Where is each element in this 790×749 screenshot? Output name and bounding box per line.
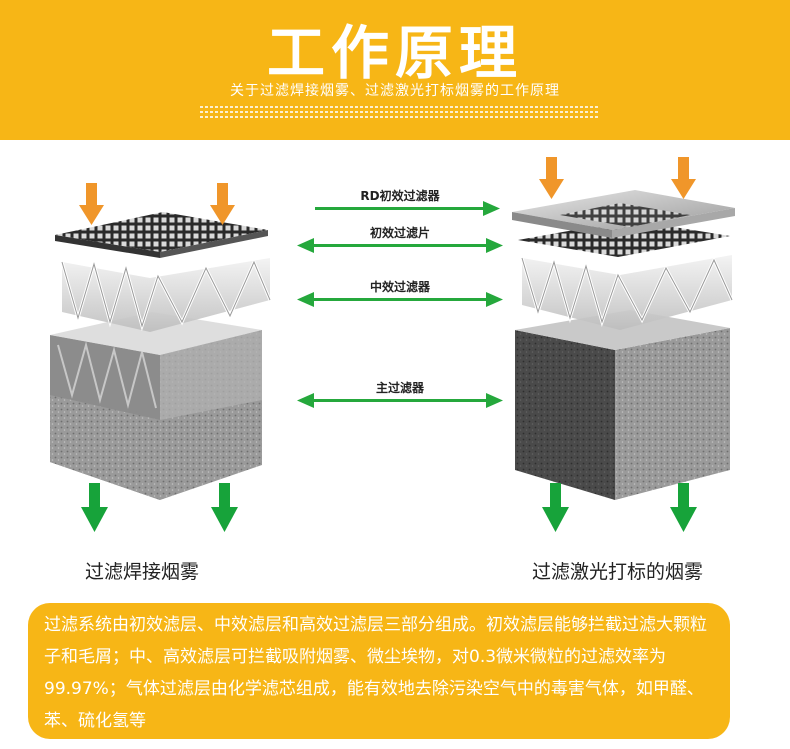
right-rd-plate-front — [512, 212, 612, 238]
left-filter-stack — [50, 183, 272, 532]
description-text: 过滤系统由初效滤层、中效滤层和高效过滤层三部分组成。初效滤层能够拦截过滤大颗粒子… — [44, 615, 707, 731]
primary-sheet-arrow — [297, 238, 503, 253]
left-mesh-filter — [55, 212, 268, 252]
right-outlet-arrow-1 — [542, 483, 569, 532]
right-medium-filter-pleat-edges — [521, 257, 733, 324]
page-title: 工作原理 — [266, 19, 523, 87]
left-mesh-edge-side — [160, 230, 268, 258]
rd-filter-arrow — [315, 201, 500, 216]
right-rd-plate-mesh — [560, 203, 690, 227]
right-inlet-arrow-2 — [671, 157, 696, 199]
header-banner: 工作原理 关于过滤焊接烟雾、过滤激光打标烟雾的工作原理 — [0, 0, 790, 140]
left-outlet-arrow-2 — [211, 483, 238, 532]
left-main-filter-top — [50, 312, 262, 355]
left-main-filter-side-top — [160, 330, 262, 420]
left-main-filter-grain — [50, 395, 160, 500]
rd-filter-label: RD初效过滤器 — [360, 188, 440, 203]
decorative-fine-text — [200, 103, 600, 125]
main-filter-arrow — [297, 393, 503, 408]
right-main-filter-top — [515, 310, 730, 350]
laser-smoke-label: 过滤激光打标的烟雾 — [532, 561, 704, 583]
right-main-filter-front — [515, 330, 615, 500]
right-main-filter-side — [615, 328, 730, 500]
medium-filter-label: 中效过滤器 — [370, 279, 431, 294]
main-filter-label: 主过滤器 — [376, 380, 425, 395]
primary-sheet-label: 初效过滤片 — [370, 225, 430, 240]
medium-filter-arrow — [297, 292, 503, 307]
filter-diagram: RD初效过滤器 初效过滤片 中效过滤器 主过滤器 — [50, 157, 735, 532]
right-filter-stack — [512, 157, 735, 532]
right-outlet-arrow-2 — [670, 483, 697, 532]
left-inlet-arrow-1 — [79, 183, 104, 225]
left-mesh-edge-front — [55, 235, 160, 258]
right-inlet-arrow-1 — [539, 157, 564, 199]
page-subtitle: 关于过滤焊接烟雾、过滤激光打标烟雾的工作原理 — [230, 83, 560, 99]
left-outlet-arrow-1 — [81, 483, 108, 532]
welding-smoke-label: 过滤焊接烟雾 — [85, 561, 200, 583]
left-block-pleat-lines — [57, 341, 157, 409]
left-medium-filter-pleat-edges — [61, 260, 271, 328]
right-mesh-filter — [518, 220, 730, 257]
right-rd-plate-side — [612, 208, 735, 238]
description-box: 过滤系统由初效滤层、中效滤层和高效过滤层三部分组成。初效滤层能够拦截过滤大颗粒子… — [28, 603, 730, 739]
left-inlet-arrow-2 — [210, 183, 235, 225]
